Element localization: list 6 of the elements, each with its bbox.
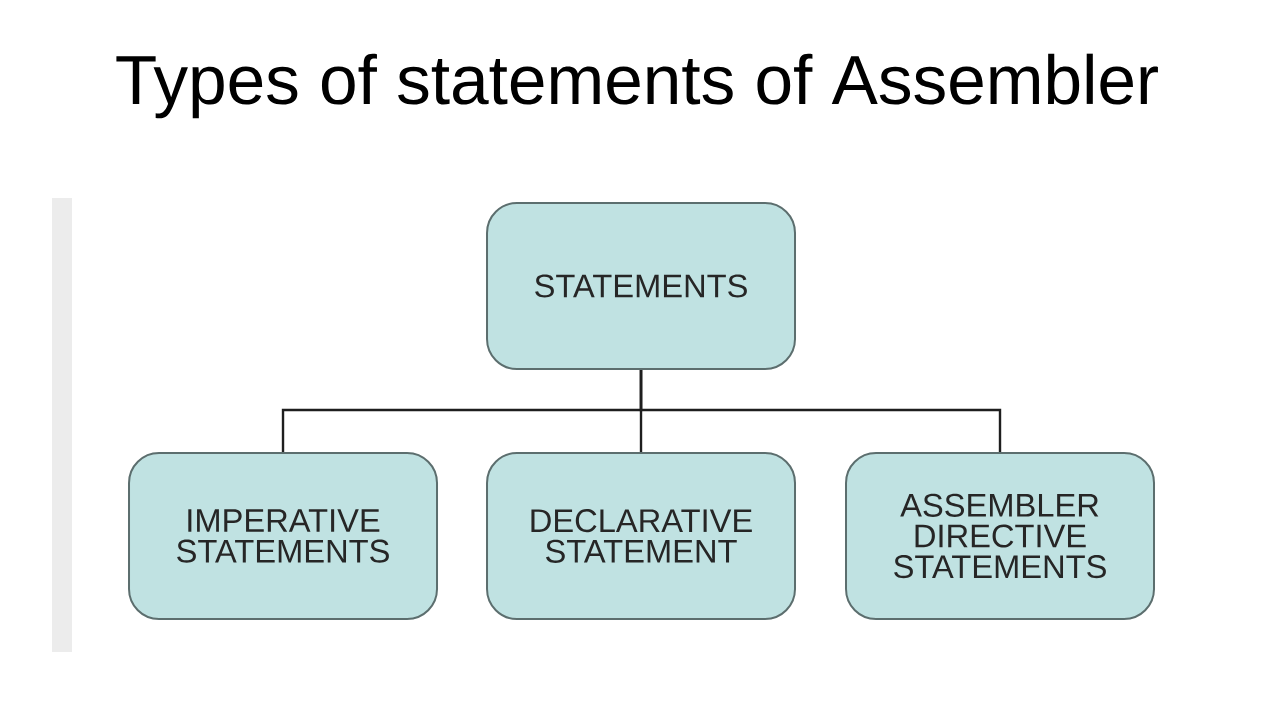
text-box: IMPERATIVE STATEMENTS [128,452,438,620]
text-box: DECLARATIVE STATEMENT [486,452,796,620]
text-box: STATEMENTS [486,202,796,370]
title: Types of statements of Assembler [116,53,1158,119]
connector-line [639,370,1002,452]
text-box: ASSEMBLER DIRECTIVE STATEMENTS [845,452,1155,620]
